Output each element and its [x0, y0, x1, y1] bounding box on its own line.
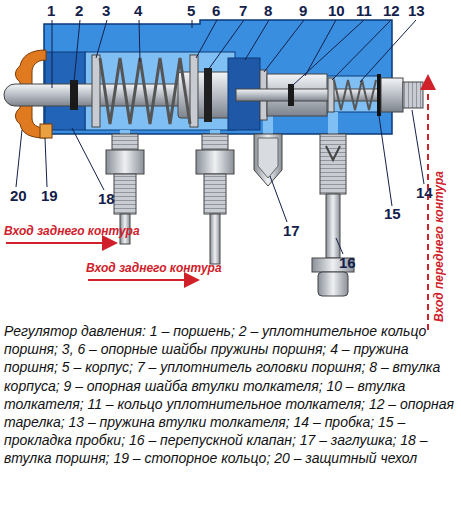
callout-number: 12 [383, 2, 400, 19]
callout-number: 9 [299, 2, 307, 19]
callout-number: 3 [102, 2, 110, 19]
callout-number: 17 [283, 222, 300, 239]
pushrod-assembly [228, 58, 423, 130]
callout-number: 8 [264, 2, 272, 19]
callout-number: 19 [41, 187, 58, 204]
inlet-arrows [6, 76, 428, 330]
callout-number: 20 [10, 187, 27, 204]
callout-number: 5 [187, 2, 195, 19]
callout-number: 2 [75, 2, 83, 19]
callout-number: 13 [408, 2, 425, 19]
caption: Регулятор давления: 1 – поршень; 2 – упл… [4, 322, 456, 468]
callout-number: 11 [356, 2, 372, 19]
inlet-label: Вход заднего контура [86, 261, 222, 275]
piston [4, 55, 244, 127]
inlet-label: Вход переднего контура [432, 171, 446, 322]
callout-number: 7 [239, 2, 247, 19]
callout-number: 10 [328, 2, 345, 19]
callout-number: 16 [339, 254, 356, 271]
callout-number: 1 [47, 2, 55, 19]
inlet-label: Вход заднего контура [4, 224, 140, 238]
housing [44, 20, 392, 152]
callout-number: 15 [384, 205, 401, 222]
callout-number: 4 [134, 2, 142, 19]
callout-number: 18 [98, 190, 115, 207]
callout-number: 14 [416, 184, 433, 201]
callout-number: 6 [212, 2, 220, 19]
leader-lines [16, 20, 424, 254]
